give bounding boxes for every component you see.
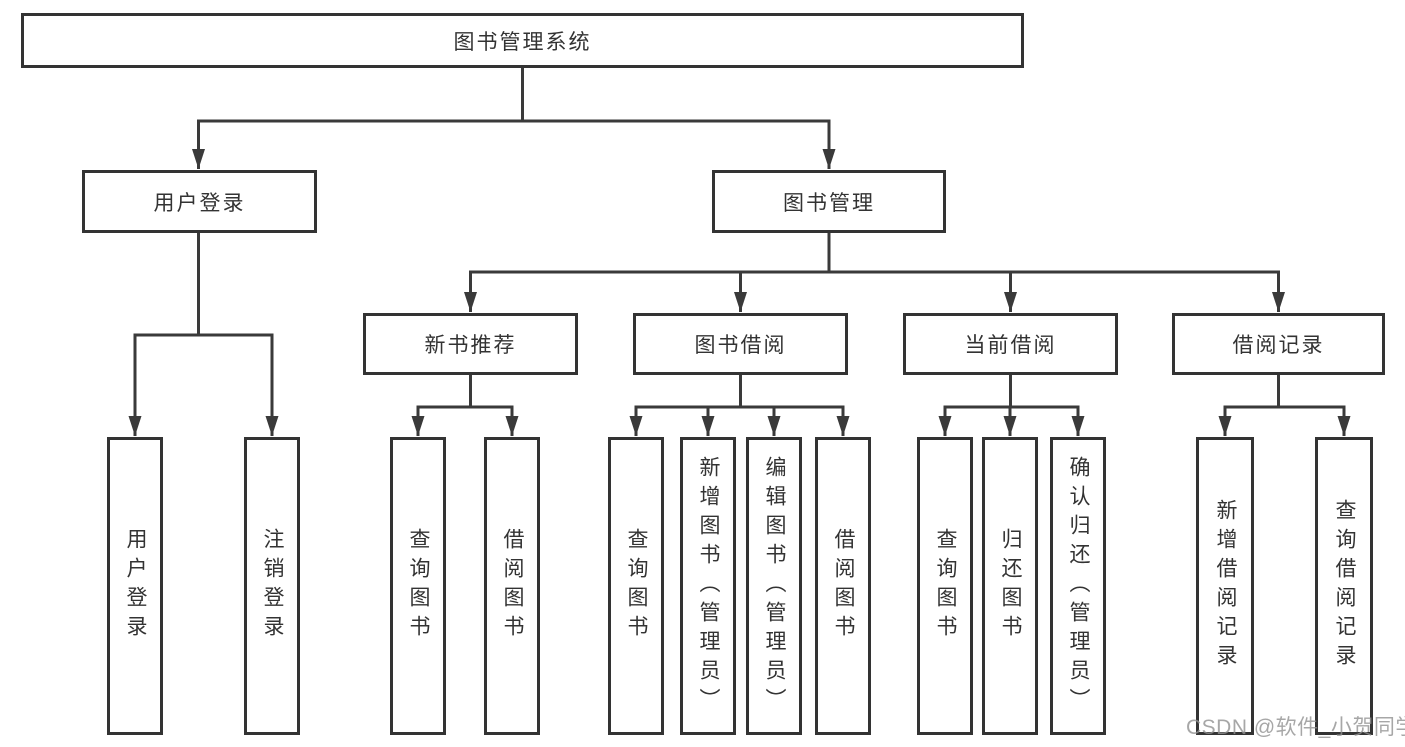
node-current-borrow: 当前借阅 — [903, 313, 1118, 375]
node-book-borrow: 图书借阅 — [633, 313, 848, 375]
node-book-management: 图书管理 — [712, 170, 946, 233]
leaf-query-book-current: 查询图书 — [917, 437, 973, 735]
leaf-query-borrow-record: 查询借阅记录 — [1315, 437, 1373, 735]
csdn-watermark: CSDN @软件_小贺同学 — [1186, 716, 1405, 739]
leaf-logout-login: 注销登录 — [244, 437, 300, 735]
node-user-login: 用户登录 — [82, 170, 317, 233]
leaf-add-book-admin: 新增图书（管理员） — [680, 437, 736, 735]
leaf-borrow-book-recommend: 借阅图书 — [484, 437, 540, 735]
leaf-borrow-book-borrow: 借阅图书 — [815, 437, 871, 735]
leaf-user-login: 用户登录 — [107, 437, 163, 735]
leaf-add-borrow-record: 新增借阅记录 — [1196, 437, 1254, 735]
node-new-book-recommend: 新书推荐 — [363, 313, 578, 375]
leaf-return-book: 归还图书 — [982, 437, 1038, 735]
leaf-confirm-return-admin: 确认归还（管理员） — [1050, 437, 1106, 735]
leaf-query-book-recommend: 查询图书 — [390, 437, 446, 735]
leaf-edit-book-admin: 编辑图书（管理员） — [746, 437, 802, 735]
node-borrow-record: 借阅记录 — [1172, 313, 1385, 375]
node-library-management-system: 图书管理系统 — [21, 13, 1024, 68]
leaf-query-book-borrow: 查询图书 — [608, 437, 664, 735]
